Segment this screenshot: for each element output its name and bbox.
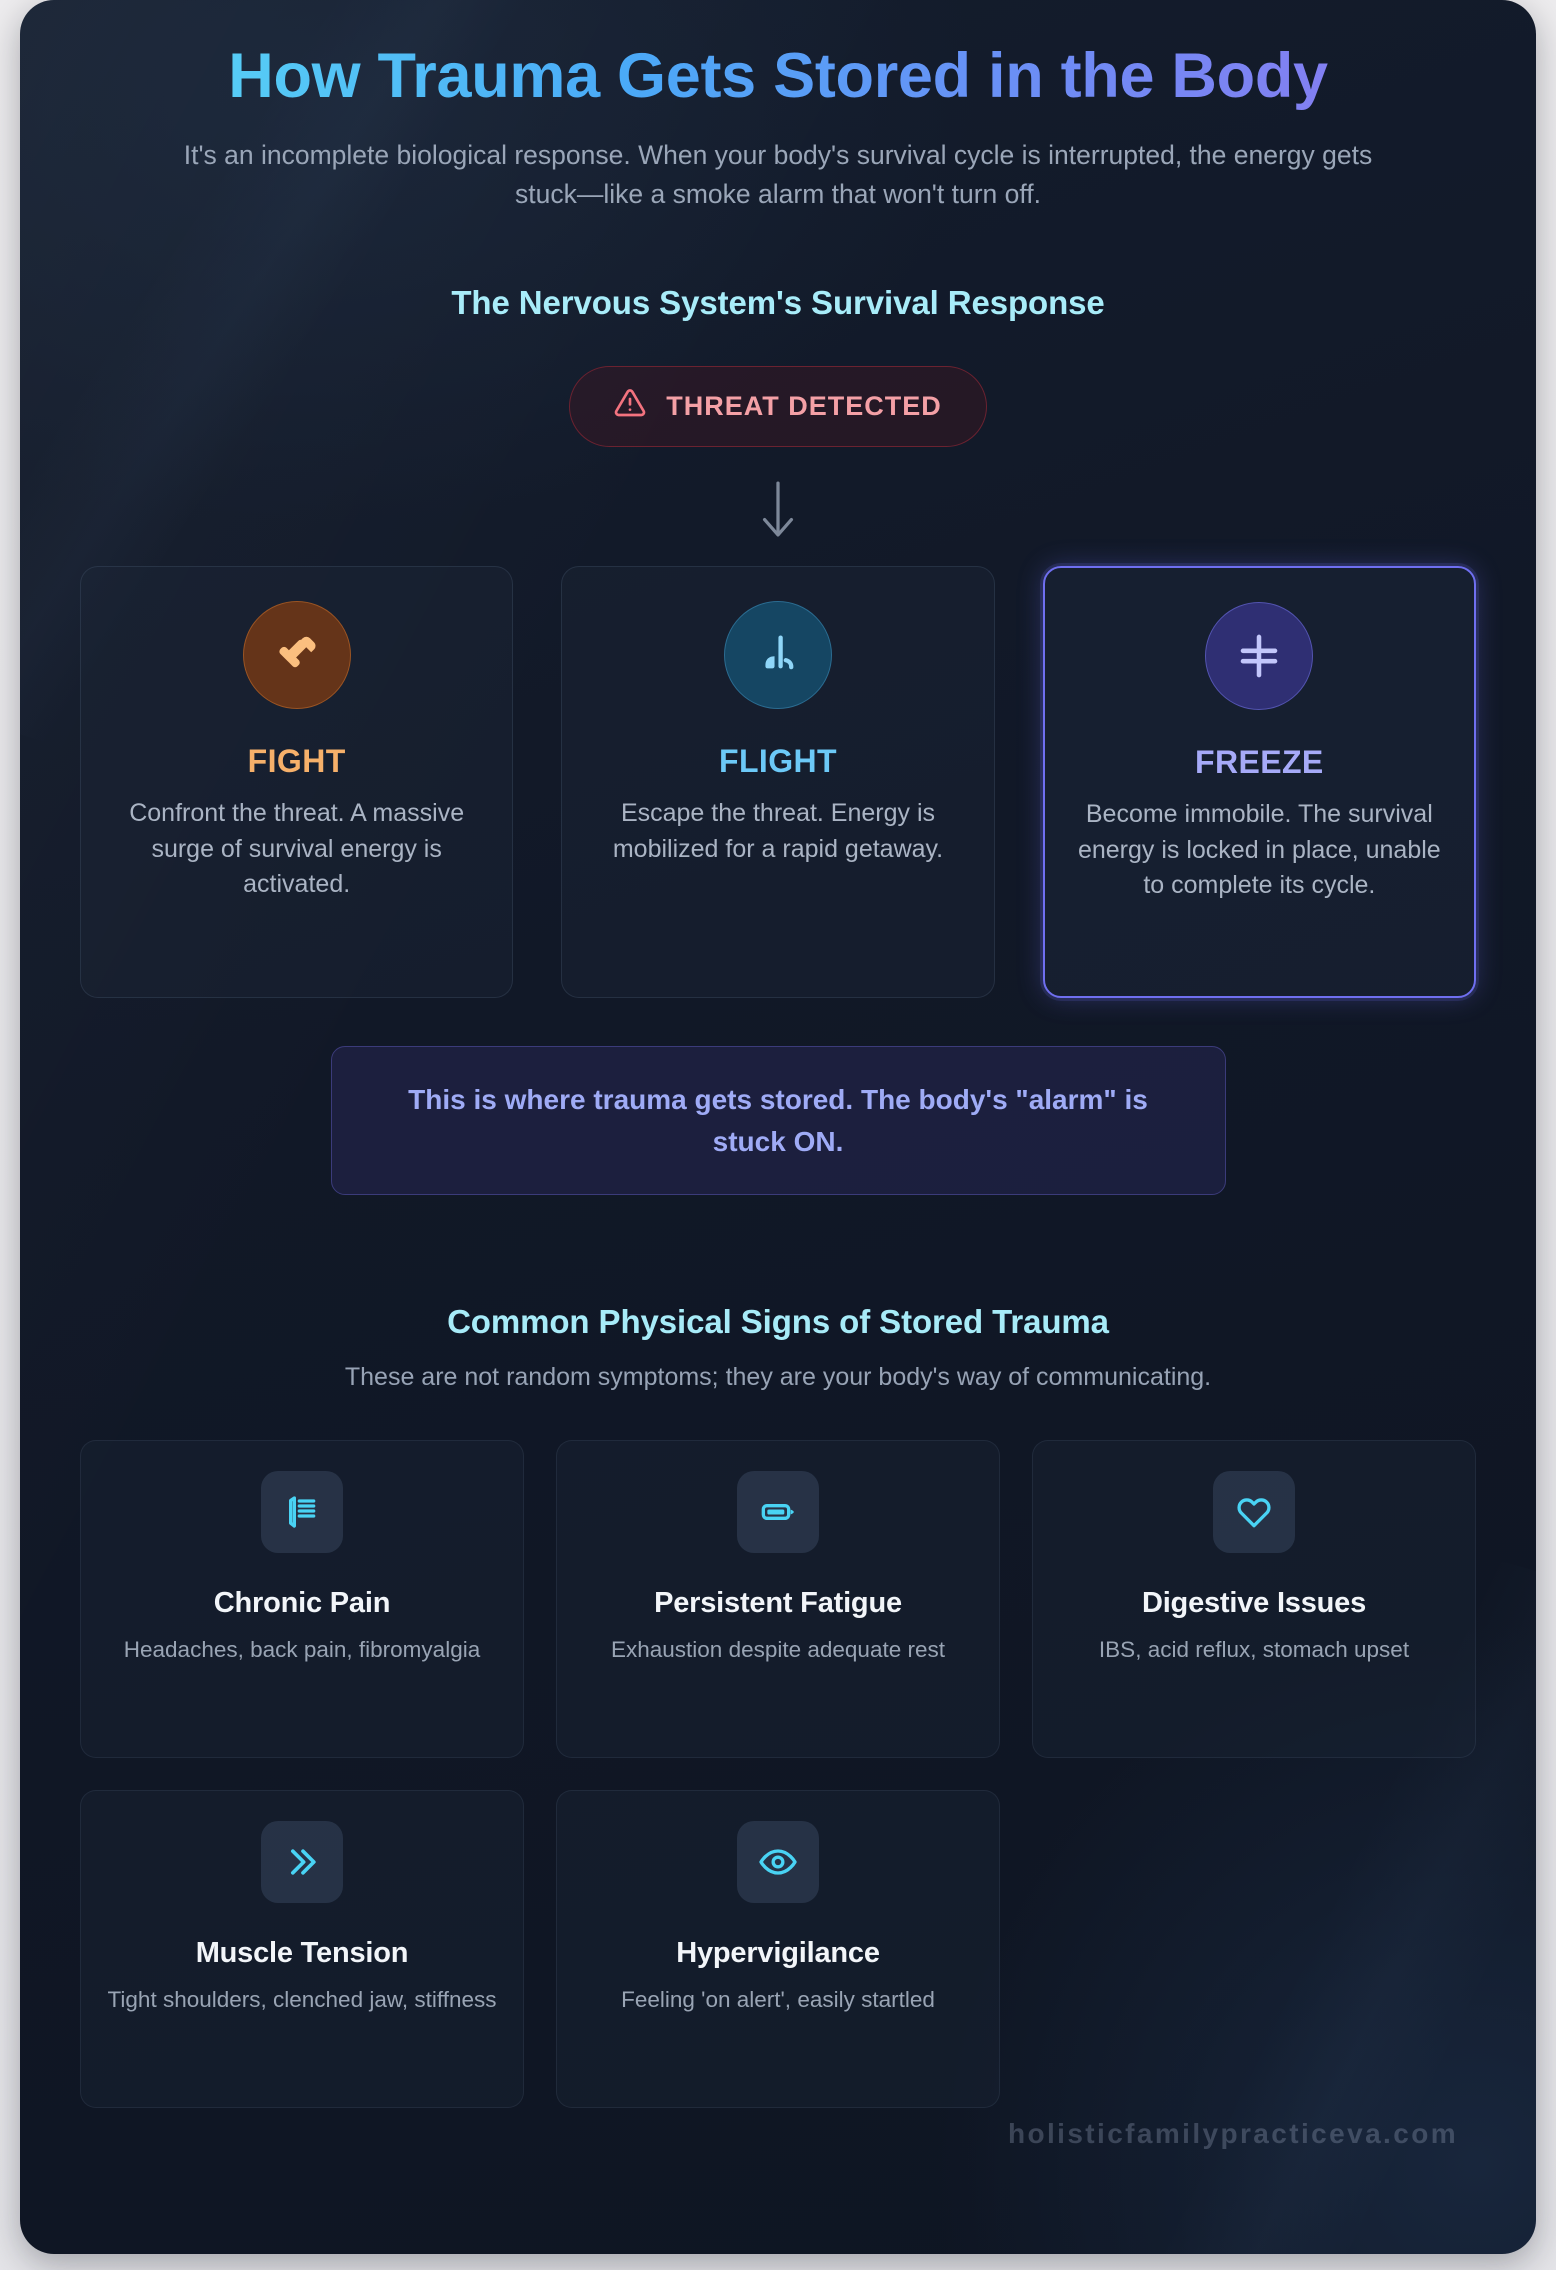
threat-badge-label: THREAT DETECTED: [666, 391, 942, 422]
double-chevron-right-icon: [261, 1821, 343, 1904]
stored-trauma-note: This is where trauma gets stored. The bo…: [330, 1046, 1226, 1196]
page-subtitle: It's an incomplete biological response. …: [183, 139, 1373, 209]
symptom-description: Headaches, back pain, fibromyalgia: [123, 1637, 481, 1663]
symptom-card-muscle-tension[interactable]: Muscle Tension Tight shoulders, clenched…: [80, 1790, 524, 2109]
page-title: How Trauma Gets Stored in the Body: [118, 40, 1438, 114]
symptom-title: Muscle Tension: [195, 1937, 409, 1970]
symptom-title: Chronic Pain: [213, 1587, 391, 1620]
response-card-freeze[interactable]: FREEZE Become immobile. The survival ene…: [1042, 566, 1476, 999]
signs-section-subheading: These are not random symptoms; they are …: [344, 1363, 1212, 1392]
symptom-card-persistent-fatigue[interactable]: Persistent Fatigue Exhaustion despite ad…: [556, 1440, 1000, 1759]
symptom-grid: Chronic Pain Headaches, back pain, fibro…: [80, 1440, 1476, 2109]
arrow-down-icon: [755, 479, 801, 546]
symptom-title: Digestive Issues: [1141, 1587, 1367, 1620]
snowflake-cross-icon: [1205, 602, 1314, 711]
symptom-card-hypervigilance[interactable]: Hypervigilance Feeling 'on alert', easil…: [556, 1790, 1000, 2109]
response-description-flight: Escape the threat. Energy is mobilized f…: [612, 799, 944, 863]
signs-section-heading: Common Physical Signs of Stored Trauma: [447, 1303, 1109, 1341]
response-card-fight[interactable]: FIGHT Confront the threat. A massive sur…: [80, 566, 514, 999]
survival-section-heading: The Nervous System's Survival Response: [451, 284, 1105, 322]
response-label-fight: FIGHT: [247, 743, 346, 780]
fist-icon: [242, 601, 351, 710]
symptom-description: Tight shoulders, clenched jaw, stiffness: [107, 1987, 497, 2013]
heart-icon: [1213, 1471, 1295, 1554]
symptom-description: IBS, acid reflux, stomach upset: [1098, 1637, 1410, 1663]
threat-badge-row: THREAT DETECTED: [80, 366, 1476, 448]
response-label-freeze: FREEZE: [1195, 744, 1324, 781]
running-footprint-icon: [723, 601, 832, 710]
watermark: holisticfamilypracticeva.com: [1007, 2118, 1458, 2149]
symptom-title: Hypervigilance: [676, 1937, 880, 1970]
symptom-title: Persistent Fatigue: [654, 1587, 902, 1620]
response-description-fight: Confront the threat. A massive surge of …: [129, 799, 465, 899]
eye-icon: [737, 1821, 819, 1904]
survival-response-grid: FIGHT Confront the threat. A massive sur…: [80, 566, 1476, 999]
symptom-card-digestive-issues[interactable]: Digestive Issues IBS, acid reflux, stoma…: [1032, 1440, 1476, 1759]
symptom-description: Feeling 'on alert', easily startled: [621, 1987, 935, 2013]
arrow-down-row: [80, 479, 1476, 546]
response-description-freeze: Become immobile. The survival energy is …: [1077, 800, 1441, 900]
status-badge-threat-detected: THREAT DETECTED: [569, 366, 987, 448]
infographic-panel: How Trauma Gets Stored in the Body It's …: [20, 0, 1536, 2254]
symptom-description: Exhaustion despite adequate rest: [611, 1637, 945, 1663]
battery-icon: [737, 1471, 819, 1554]
response-label-flight: FLIGHT: [719, 743, 837, 780]
warning-triangle-icon: [614, 387, 646, 426]
book-list-icon: [261, 1471, 343, 1554]
symptom-card-chronic-pain[interactable]: Chronic Pain Headaches, back pain, fibro…: [80, 1440, 524, 1759]
stored-trauma-note-row: This is where trauma gets stored. The bo…: [80, 1046, 1476, 1196]
header-section: How Trauma Gets Stored in the Body It's …: [80, 0, 1476, 214]
response-card-flight[interactable]: FLIGHT Escape the threat. Energy is mobi…: [561, 566, 995, 999]
